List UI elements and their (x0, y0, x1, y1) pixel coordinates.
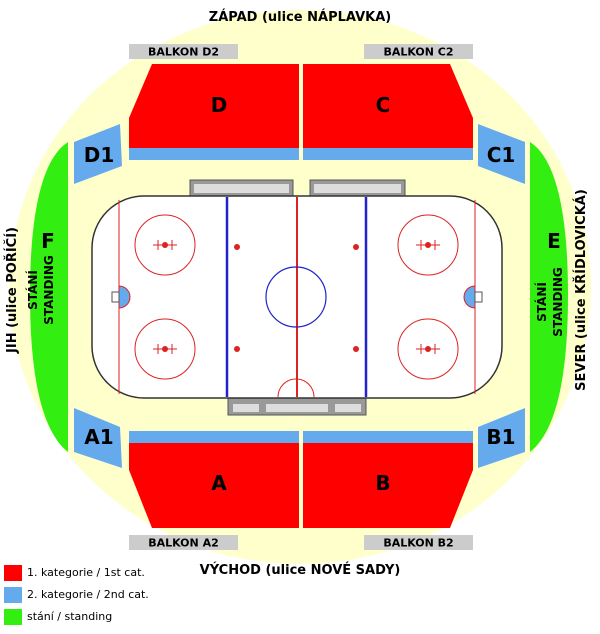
legend-item-category-1: 1. kategorie / 1st cat. (4, 562, 204, 583)
balcony-d2-label: BALKON D2 (148, 46, 219, 59)
sector-a[interactable]: A (129, 431, 299, 528)
balcony-a2[interactable]: BALKON A2 (129, 535, 238, 550)
legend-swatch-category-1 (4, 564, 22, 581)
sector-c-label: C (376, 93, 391, 117)
direction-south-label: JIH (ulice POŘÍČÍ) (4, 227, 20, 354)
legend-swatch-standing (4, 608, 22, 625)
balcony-b2-label: BALKON B2 (383, 537, 453, 550)
sector-b-category-2-row[interactable] (303, 431, 473, 443)
balcony-c2-label: BALKON C2 (383, 46, 453, 59)
sector-e-standing-en-label: STANDING (551, 267, 565, 337)
sector-c1[interactable]: C1 (478, 124, 525, 184)
team-benches (189, 179, 406, 197)
balcony-b2[interactable]: BALKON B2 (364, 535, 473, 550)
sector-b1[interactable]: B1 (478, 408, 525, 468)
sector-a1[interactable]: A1 (74, 408, 122, 468)
sector-d-category-2-row[interactable] (129, 148, 299, 160)
ice-rink (91, 195, 503, 399)
direction-east-label: VÝCHOD (ulice NOVÉ SADY) (200, 562, 401, 578)
sector-c[interactable]: C (303, 64, 473, 160)
sector-a-label: A (211, 471, 227, 495)
sector-d1-label: D1 (84, 143, 115, 167)
sector-c-category-2-row[interactable] (303, 148, 473, 160)
direction-west-label: ZÁPAD (ulice NÁPLAVKA) (209, 9, 391, 25)
sector-e-label: E (547, 229, 561, 253)
sector-f-standing[interactable]: F STÁNÍ STANDING (25, 142, 68, 452)
sector-a-category-2-row[interactable] (129, 431, 299, 443)
balcony-d2[interactable]: BALKON D2 (129, 44, 238, 59)
legend-label-category-1: 1. kategorie / 1st cat. (27, 566, 145, 579)
sector-b-label: B (375, 471, 390, 495)
sector-d-label: D (211, 93, 228, 117)
legend-label-standing: stání / standing (27, 610, 113, 623)
sector-b[interactable]: B (303, 431, 473, 528)
balcony-c2[interactable]: BALKON C2 (364, 44, 473, 59)
sector-f-label: F (41, 229, 55, 253)
sector-c1-label: C1 (487, 143, 516, 167)
balcony-a2-label: BALKON A2 (148, 537, 219, 550)
direction-north-label: SEVER (ulice KŘÍDLOVICKÁ) (573, 189, 589, 391)
sector-f-standing-en-label: STANDING (42, 255, 56, 325)
sector-e-standing-cz-label: STÁNÍ (534, 282, 549, 322)
legend-label-category-2: 2. kategorie / 2nd cat. (27, 588, 149, 601)
penalty-boxes (227, 397, 367, 416)
sector-a1-label: A1 (84, 425, 113, 449)
legend-swatch-category-2 (4, 586, 22, 603)
legend: 1. kategorie / 1st cat. 2. kategorie / 2… (4, 562, 204, 628)
sector-d1[interactable]: D1 (74, 124, 122, 184)
legend-item-category-2: 2. kategorie / 2nd cat. (4, 584, 204, 605)
legend-item-standing: stání / standing (4, 606, 204, 627)
sector-d[interactable]: D (129, 64, 299, 160)
sector-f-standing-cz-label: STÁNÍ (25, 270, 40, 310)
sector-e-standing[interactable]: E STÁNÍ STANDING (530, 142, 568, 452)
sector-b1-label: B1 (486, 425, 515, 449)
